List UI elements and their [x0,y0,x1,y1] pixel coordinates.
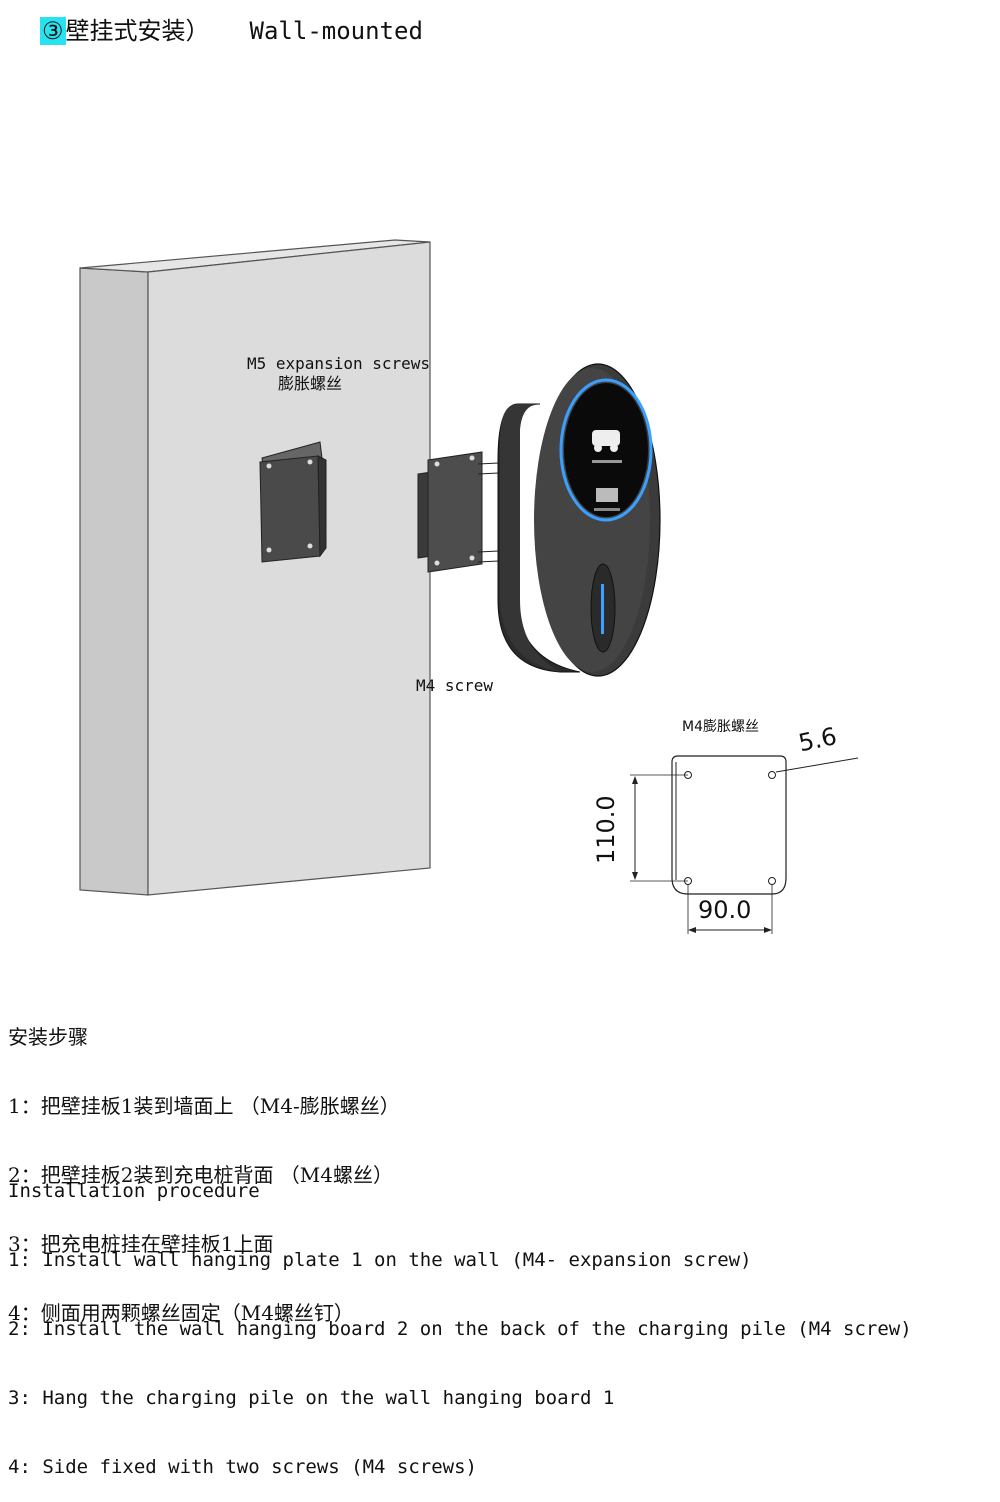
step-en-item: 3: Hang the charging pile on the wall ha… [8,1387,615,1409]
charging-pile [497,363,661,677]
step-cn-item: 2：把壁挂板2装到充电桩背面 （M4螺丝） [8,1163,394,1187]
height-dim: 110.0 [592,795,620,864]
step-en-item: 1: Install wall hanging plate 1 on the w… [8,1249,752,1271]
wall-plate-1 [259,441,327,563]
m4-screw-label: M4 screw [416,676,494,695]
bracket-detail-title: M4膨胀螺丝 [682,719,759,735]
step-en-item: 4: Side fixed with two screws (M4 screws… [8,1456,477,1478]
step-en-item: 2: Install the wall hanging board 2 on t… [8,1318,912,1340]
steps-cn-heading: 安装步骤 [8,1025,88,1049]
steps-en-heading: Installation procedure [8,1180,260,1202]
step-cn-item: 1：把壁挂板1装到墙面上 （M4-膨胀螺丝） [8,1094,400,1118]
title-en: Wall-mounted [249,17,423,45]
step-number-badge: ③ [40,17,66,45]
m5-screw-label-en: M5 expansion screws [247,354,431,373]
m5-screw-label-cn: 膨胀螺丝 [278,374,343,393]
bracket-detail-drawing [630,755,859,934]
installation-drawing [79,239,859,934]
title-cn: 壁挂式安装） [65,17,210,45]
install-steps-en: Installation procedure 1: Install wall h… [8,1134,912,1502]
width-dim: 90.0 [698,896,752,924]
page-title: ③壁挂式安装） Wall-mounted [40,14,423,48]
wall [79,239,431,896]
